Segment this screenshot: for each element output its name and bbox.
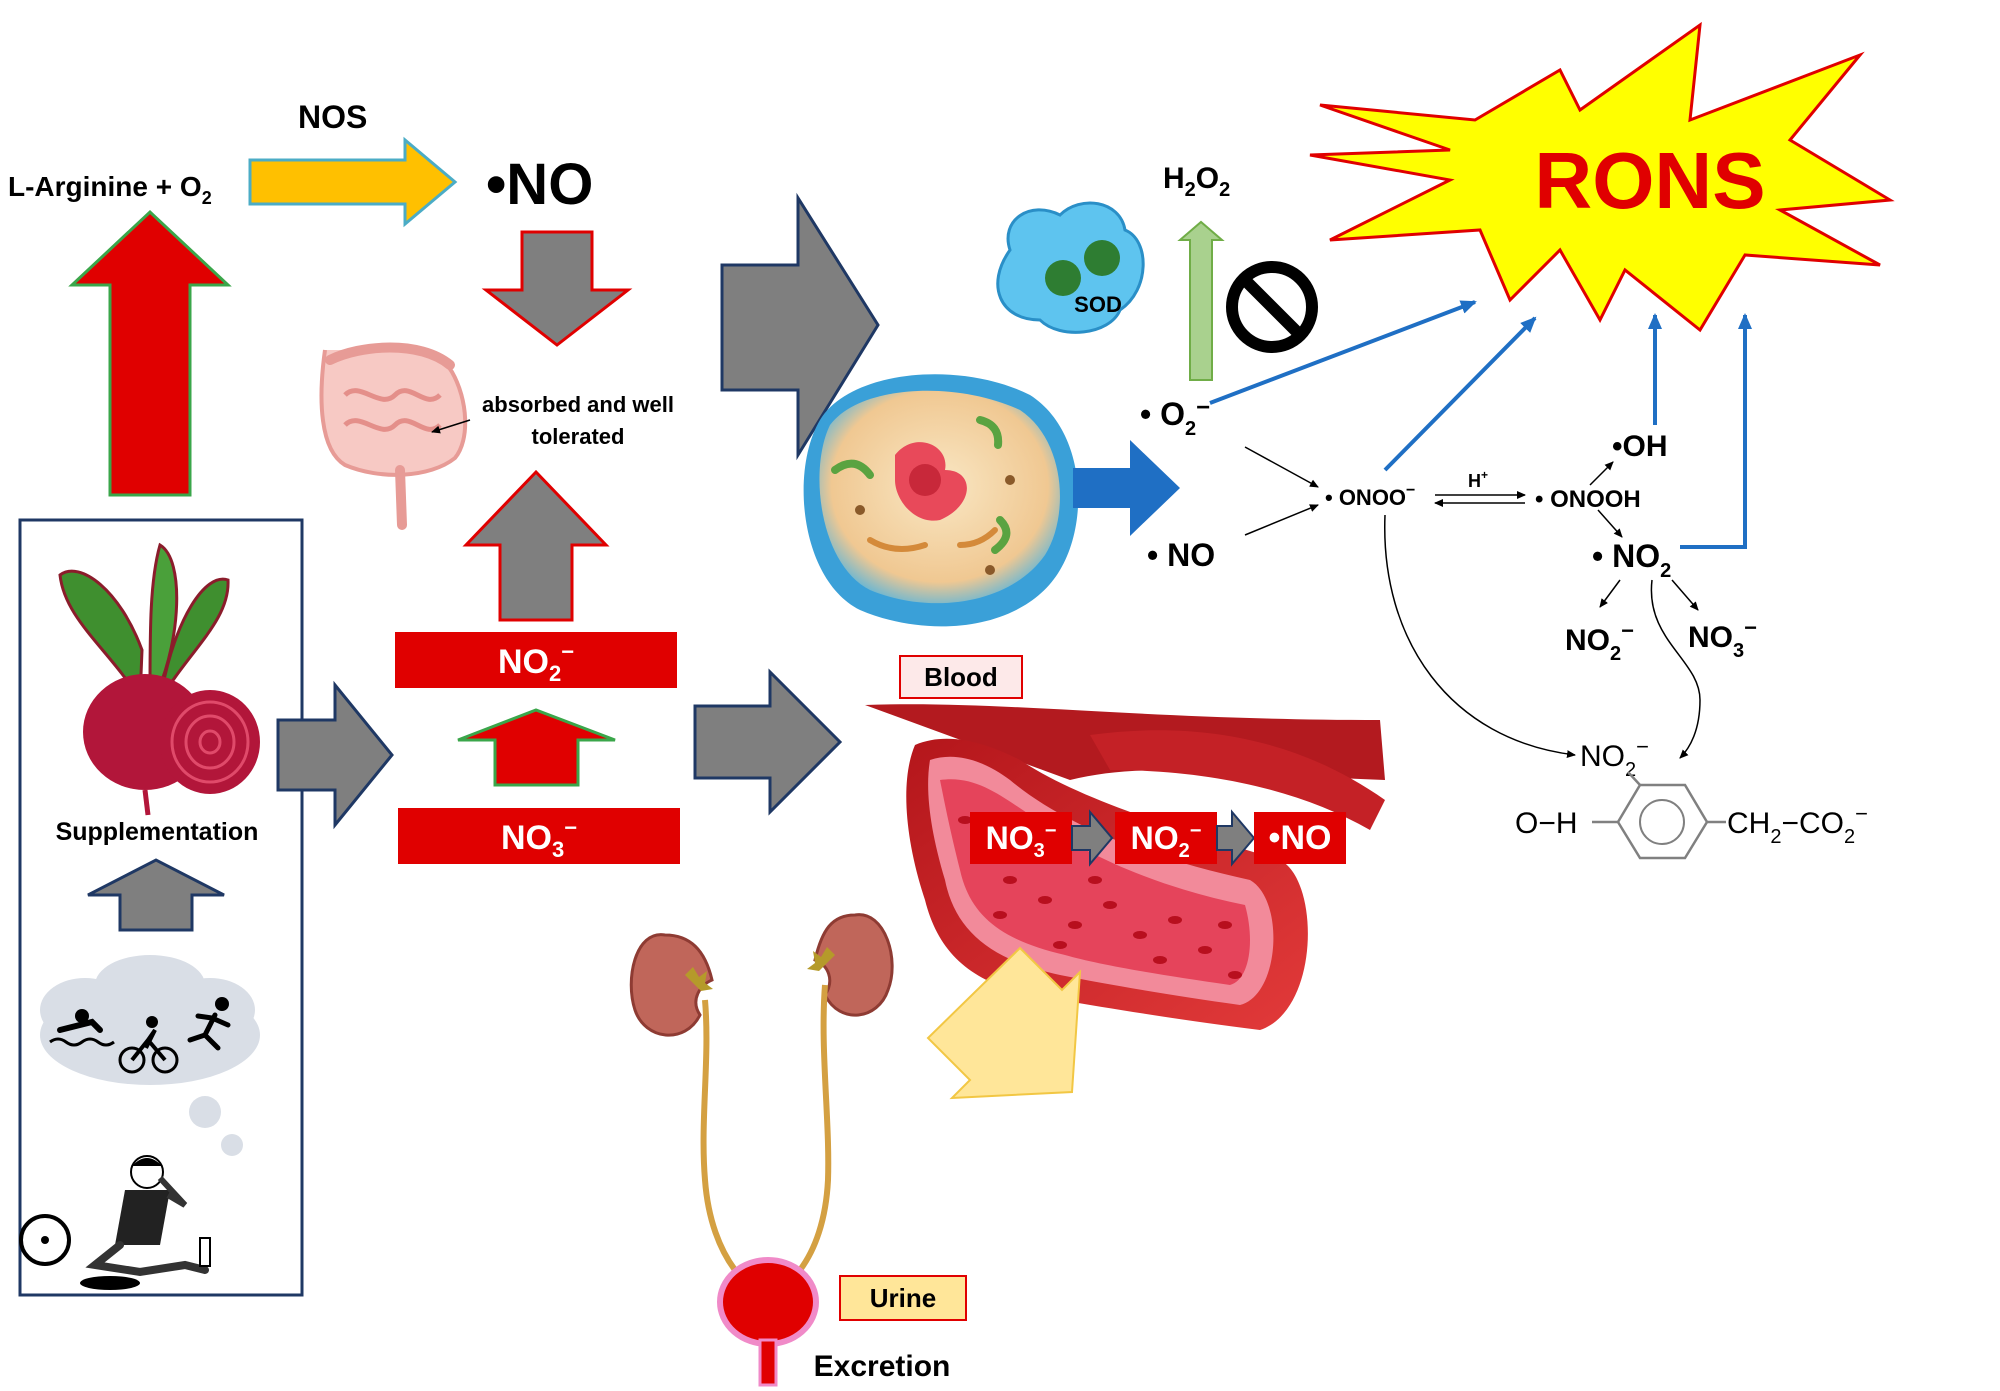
no2-to-nitrotyrosine-curve	[1650, 579, 1701, 759]
bladder-illustration	[717, 1257, 819, 1387]
urine-label-box	[839, 1275, 967, 1321]
blood-nitrite-label: NO2−	[1131, 820, 1202, 862]
supplementation-box	[18, 518, 304, 1297]
cyclist-icon	[118, 1016, 179, 1074]
onooh-to-no2-line	[1597, 509, 1623, 538]
rons-label: RONS	[1534, 136, 1765, 225]
blood-no-box	[1254, 812, 1346, 864]
rons-starburst	[1309, 21, 1895, 333]
side-chain-label: CH2−CO2−	[1727, 801, 1868, 848]
blood-nitrite-box	[1115, 812, 1217, 864]
blood-arrow-nitrite-to-no	[1216, 809, 1256, 867]
nitrate-box	[398, 808, 680, 864]
onoo-to-rons-arrow	[1383, 316, 1537, 472]
blue-right-arrow-from-cell	[1073, 440, 1180, 536]
kidneys-illustration	[629, 913, 894, 1272]
gray-down-arrow-no	[481, 230, 633, 347]
nitric-oxide-label: •NO	[486, 152, 593, 217]
swimmer-icon	[49, 1009, 115, 1047]
beetroot-illustration	[58, 542, 260, 816]
blood-label-box	[899, 655, 1023, 699]
no2-to-rons-arrow	[1680, 313, 1752, 549]
nitrogen-dioxide-label: • NO2	[1592, 538, 1671, 582]
no-to-peroxynitrite-line	[1244, 504, 1319, 536]
nitrate-product-label: NO3−	[1688, 615, 1757, 662]
superoxide-to-peroxynitrite-line	[1244, 446, 1319, 488]
red-up-arrow-nitrate-to-nitrite	[457, 708, 616, 787]
onooh-to-oh-line	[1589, 461, 1614, 486]
blood-arrow-nitrate-to-nitrite	[1071, 809, 1114, 867]
sod-label: SOD	[1074, 292, 1122, 317]
blood-label: Blood	[924, 662, 998, 692]
gray-up-arrow-nitrite	[462, 469, 610, 622]
urine-label: Urine	[870, 1283, 936, 1313]
no2-to-nitrate-line	[1671, 579, 1699, 611]
peroxynitrite-label: • ONOO−	[1325, 482, 1415, 510]
red-up-arrow-arginine	[68, 209, 232, 497]
nitrotyrosine-nitro-label: NO2−	[1580, 734, 1649, 781]
gray-right-arrow-to-cell	[720, 192, 880, 461]
cell-illustration	[803, 374, 1079, 627]
runner-icon	[187, 997, 231, 1051]
tired-athlete-illustration	[19, 1155, 211, 1290]
svg-text:L-Arginine + O2: L-Arginine + O2	[8, 171, 212, 208]
nitric-oxide-reactant-label: • NO	[1147, 537, 1215, 573]
absorbed-label-line2: tolerated	[532, 424, 625, 449]
nos-orange-arrow	[248, 136, 458, 228]
nos-label: NOS	[298, 99, 367, 135]
nitrite-box-label: NO2−	[498, 639, 574, 686]
l-arginine-label: L-Arginine + O2	[8, 171, 212, 208]
absorbed-label-line1: absorbed and well	[482, 392, 674, 417]
thought-cloud-athletes	[40, 955, 260, 1156]
green-up-arrow-h2o2	[1177, 220, 1225, 381]
hydroxyl-radical-label: •OH	[1612, 430, 1668, 463]
hydroxyl-group-label: O−H	[1515, 807, 1578, 840]
blood-vessel-illustration	[865, 704, 1385, 1030]
blood-nitrate-box	[970, 812, 1072, 864]
blood-nitrate-label: NO3−	[986, 820, 1057, 862]
peroxynitrous-acid-label: • ONOOH	[1535, 486, 1641, 513]
nitrate-box-label: NO3−	[501, 815, 577, 862]
no2-to-nitrite-line	[1599, 579, 1621, 608]
superoxide-label: • O2−	[1140, 394, 1210, 440]
hydrogen-peroxide-label: H2O2	[1163, 162, 1230, 201]
blood-no-label: •NO	[1269, 819, 1332, 857]
h-plus-label: H+	[1468, 468, 1488, 491]
intestine-illustration	[319, 342, 471, 530]
gray-right-arrow-to-blood	[693, 668, 843, 816]
onoo-to-nitrotyrosine-curve	[1384, 514, 1576, 759]
excretion-label: Excretion	[814, 1350, 951, 1383]
superoxide-to-rons-arrow	[1209, 300, 1477, 405]
nitrite-product-label: NO2−	[1565, 618, 1634, 665]
prohibition-icon	[1226, 261, 1318, 353]
benzene-ring	[1592, 771, 1726, 860]
nitrite-box	[395, 632, 677, 688]
yellow-arrow-to-kidneys	[926, 946, 1082, 1100]
sod-enzyme-illustration	[996, 201, 1145, 334]
supplementation-label: Supplementation	[56, 818, 259, 846]
gray-right-arrow-supplementation	[276, 680, 394, 830]
gray-up-arrow-supplementation	[87, 858, 225, 932]
